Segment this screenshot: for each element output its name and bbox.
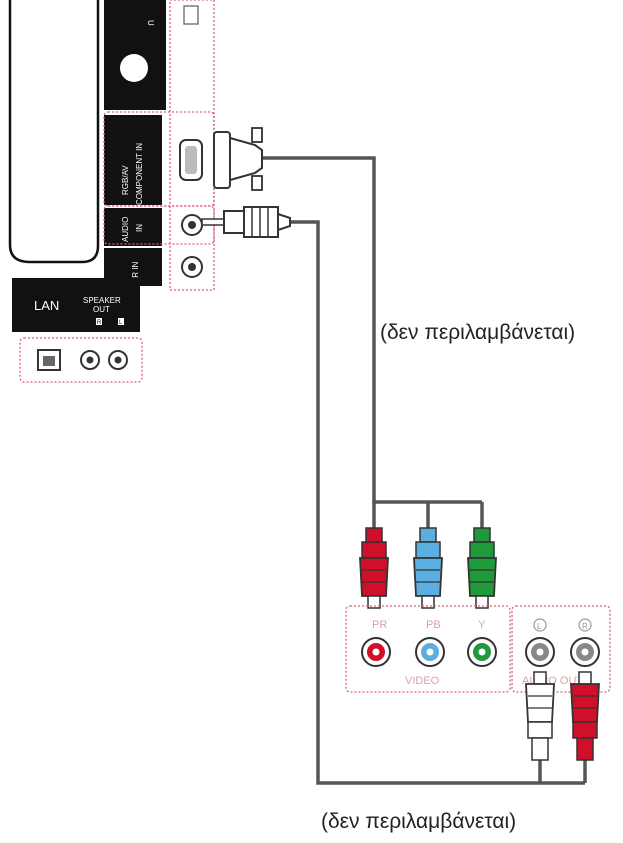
external-device-panel: PR PB Y VIDEO L R [345,605,611,693]
audio-right-plug-icon [570,671,600,761]
audio-out-right-jack-icon [570,637,600,667]
pb-plug-icon [413,527,443,609]
audio-out-left-jack-icon [525,637,555,667]
svg-text:IR IN: IR IN [131,262,140,280]
svg-text:LAN: LAN [34,298,59,313]
svg-text:RGB/AV: RGB/AV [121,165,130,195]
video-label: VIDEO [405,675,440,687]
audio-in-label: AUDIO IN [104,208,162,246]
usb-port-icon [183,5,199,25]
pr-jack-icon [361,637,391,667]
svg-text:L: L [119,320,123,326]
cable-not-included-note-top: (δεν περιλαμβάνεται) [380,321,576,344]
svg-text:L: L [537,622,542,631]
audio-out-right-marker: R [578,618,592,632]
speaker-out-jacks-icon [80,350,128,370]
y-jack-icon [467,637,497,667]
lan-port-icon [37,349,61,371]
tv-back-panel: U RGB/AV COMPONENT IN AUDIO IN IR IN [8,0,215,383]
audio-mini-plug-icon [201,206,291,238]
y-plug-icon [467,527,497,609]
svg-text:AUDIO: AUDIO [121,217,130,242]
audio-cable [290,220,587,785]
component-cable [262,156,484,530]
lan-speaker-label: LAN SPEAKER OUT R L [12,278,140,332]
rgb-port-icon [179,139,203,181]
svg-text:R: R [97,320,102,326]
svg-text:COMPONENT IN: COMPONENT IN [135,143,144,205]
svg-text:R: R [582,622,588,631]
svg-text:U: U [146,20,155,26]
pr-label: PR [372,619,387,631]
y-label: Y [478,619,486,631]
svg-text:IN: IN [135,224,144,232]
audio-out-left-marker: L [533,618,547,632]
rgb-plug-icon [213,127,263,191]
cable-not-included-note-bottom: (δεν περιλαμβάνεται) [321,810,517,833]
svg-text:OUT: OUT [93,305,110,314]
pb-label: PB [426,619,441,631]
rgb-av-component-label: RGB/AV COMPONENT IN [104,115,162,205]
audio-in-jack-icon [181,214,203,236]
ir-in-jack-icon [181,256,203,278]
audio-left-plug-icon [525,671,555,761]
svg-text:SPEAKER: SPEAKER [83,296,121,305]
pb-jack-icon [415,637,445,667]
pr-plug-icon [359,527,389,609]
